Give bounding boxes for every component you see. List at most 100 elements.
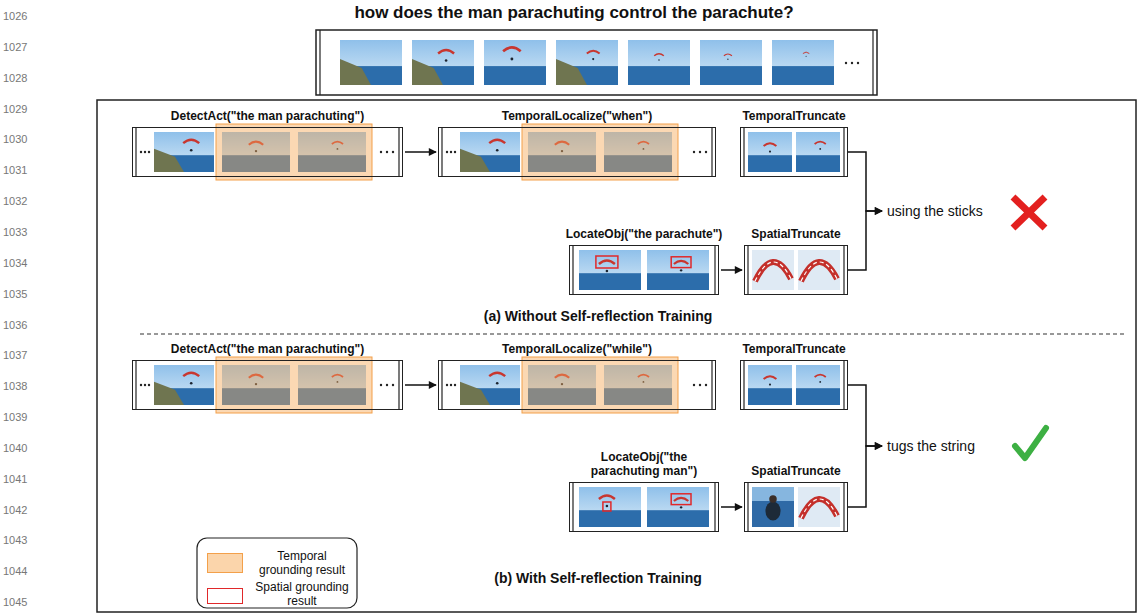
strip-bar	[843, 127, 844, 177]
filmstrip-box: SpatialTruncate	[744, 245, 848, 295]
shore	[340, 59, 371, 85]
parachute-canopy	[764, 143, 777, 146]
frame-image	[796, 132, 840, 172]
frame-image	[460, 132, 520, 172]
answer-text: using the sticks	[887, 203, 983, 220]
function-call-label: SpatialTruncate	[751, 227, 840, 241]
line-number: 1035	[3, 288, 27, 301]
connector-arrow	[721, 506, 742, 508]
frame-image	[412, 40, 474, 85]
figure-title: how does the man parachuting control the…	[0, 3, 1148, 23]
function-call-label: TemporalLocalize("when")	[502, 109, 653, 123]
parachute-canopy	[438, 50, 454, 54]
function-call-label: TemporalTruncate	[742, 109, 845, 123]
frame-image	[484, 40, 546, 85]
filmstrip-box: TemporalLocalize("when")	[438, 127, 716, 177]
parachutist	[445, 59, 448, 62]
parachute-canopy	[587, 51, 600, 54]
strip-bar	[398, 127, 399, 177]
parachutist	[806, 56, 807, 57]
ellipsis-dot	[446, 151, 448, 153]
parachutist	[496, 382, 499, 385]
temporal-highlight	[216, 124, 372, 180]
spatial-box-sample	[207, 588, 243, 604]
parachutist	[769, 151, 771, 153]
parachute-canopy	[489, 140, 505, 144]
parachute-canopy	[724, 54, 732, 56]
ellipsis-dot	[454, 384, 456, 386]
filmstrip-box: LocateObj("the parachute")	[569, 245, 719, 295]
function-call-label: TemporalLocalize("while")	[502, 342, 652, 356]
parachutist	[510, 58, 513, 61]
ellipsis-dot	[392, 151, 394, 153]
strip-bar	[743, 360, 744, 410]
shore	[556, 59, 587, 85]
strip-bar	[843, 245, 844, 295]
strip-bar	[843, 360, 844, 410]
connector-arrow	[405, 151, 436, 153]
filmstrip-box: TemporalLocalize("while")	[438, 360, 716, 410]
video-strip	[316, 30, 877, 95]
frame-image	[628, 40, 690, 85]
line-number: 1039	[3, 411, 27, 424]
strip-bar	[747, 245, 748, 295]
connector-arrow	[405, 384, 436, 386]
line-number: 1028	[3, 72, 27, 85]
parachute-stripe	[801, 262, 837, 281]
ellipsis-dot	[144, 384, 146, 386]
parachutist	[592, 58, 594, 60]
ellipsis-dot	[705, 151, 707, 153]
ellipsis-dot	[693, 151, 695, 153]
shore	[154, 149, 184, 172]
shore	[460, 149, 490, 172]
legend-label: Temporal grounding result	[252, 549, 352, 577]
sea	[796, 155, 840, 172]
line-number: 1030	[3, 133, 27, 146]
parachute-canopy	[803, 52, 809, 53]
frame-image	[796, 365, 840, 405]
line-number: 1031	[3, 164, 27, 177]
line-number: 1034	[3, 257, 27, 270]
outer-frame	[97, 100, 1136, 612]
correct-mark	[1015, 428, 1046, 458]
answer-box: tugs the string	[884, 437, 978, 456]
line-number: 1036	[3, 319, 27, 332]
parachute-canopy	[801, 499, 837, 518]
sea	[628, 66, 690, 85]
parachute-canopy	[674, 261, 688, 264]
strip-bar	[714, 482, 715, 532]
strip-bar	[711, 127, 712, 177]
ellipsis-dot	[386, 384, 388, 386]
parachute-canopy	[764, 376, 777, 379]
ellipsis-dot	[693, 384, 695, 386]
parachute-canopy	[674, 498, 688, 501]
connector-arrow	[848, 152, 882, 211]
strip-bar	[572, 245, 573, 295]
shore	[154, 382, 184, 405]
parachute-canopy	[503, 47, 521, 51]
frame-image	[154, 132, 214, 172]
ellipsis-dot	[851, 62, 853, 64]
spatial-box	[671, 494, 691, 505]
ellipsis-dot	[144, 151, 146, 153]
line-number: 1044	[3, 565, 27, 578]
strip-bar	[135, 127, 136, 177]
line-number: 1045	[3, 596, 27, 609]
line-number: 1027	[3, 41, 27, 54]
frame-image	[579, 250, 641, 290]
answer-text: tugs the string	[887, 438, 975, 455]
parachutist	[765, 501, 780, 520]
sea	[772, 66, 834, 85]
frame-image	[752, 487, 794, 527]
legend-swatch	[207, 553, 243, 573]
ellipsis-dot	[140, 384, 142, 386]
ellipsis-dot	[148, 151, 150, 153]
ellipsis-dot	[380, 151, 382, 153]
parachutist	[819, 148, 821, 150]
function-call-label: DetectAct("the man parachuting")	[171, 109, 364, 123]
sea	[796, 388, 840, 405]
parachutist	[680, 506, 682, 508]
parachute-canopy	[654, 54, 664, 56]
spatial-box	[671, 257, 691, 268]
